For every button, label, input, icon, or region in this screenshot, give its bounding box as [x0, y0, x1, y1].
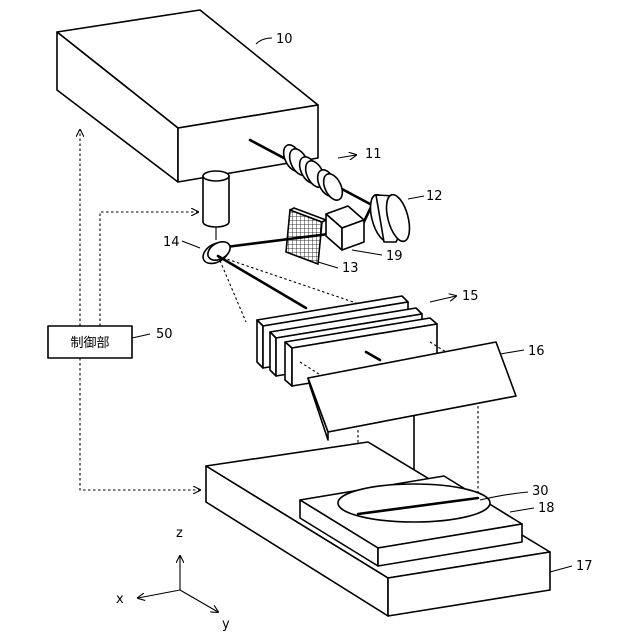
control-line-to-base	[80, 358, 200, 490]
leader-14	[182, 241, 200, 248]
label-50: 50	[156, 327, 173, 342]
y-axis	[180, 590, 218, 612]
label-14: 14	[163, 235, 180, 250]
grid-plate	[286, 208, 326, 264]
leader-30	[480, 492, 528, 500]
label-17: 17	[576, 559, 593, 574]
leader-17	[550, 566, 572, 572]
label-18: 18	[538, 501, 555, 516]
controller-box: 制御部	[48, 326, 132, 358]
leader-18	[510, 508, 534, 512]
label-10: 10	[276, 32, 293, 47]
block	[326, 206, 364, 250]
label-12: 12	[426, 189, 443, 204]
laser-beam-scan	[218, 256, 306, 308]
x-axis-label: x	[116, 592, 124, 607]
label-11: 11	[365, 147, 382, 162]
label-13: 13	[342, 261, 359, 276]
beam-dump	[366, 192, 414, 244]
leader-15	[430, 296, 456, 302]
leader-16	[500, 350, 524, 354]
control-line-to-galvo	[100, 212, 198, 326]
leader-19	[352, 250, 382, 255]
galvo-motor	[203, 171, 229, 240]
lens-3	[314, 167, 346, 203]
scan-fan-lower	[218, 256, 246, 322]
leader-12	[408, 196, 424, 199]
label-15: 15	[462, 289, 479, 304]
leader-10	[256, 38, 272, 44]
coordinate-axes: z x y	[116, 526, 230, 632]
label-19: 19	[386, 249, 403, 264]
leader-13	[318, 262, 338, 268]
leader-11	[338, 155, 356, 158]
y-axis-label: y	[222, 617, 230, 632]
x-axis	[138, 590, 180, 598]
label-30: 30	[532, 484, 549, 499]
label-16: 16	[528, 344, 545, 359]
z-axis-label: z	[176, 526, 183, 541]
wafer	[338, 484, 490, 522]
leader-50	[132, 334, 150, 338]
controller-label: 制御部	[70, 336, 109, 351]
